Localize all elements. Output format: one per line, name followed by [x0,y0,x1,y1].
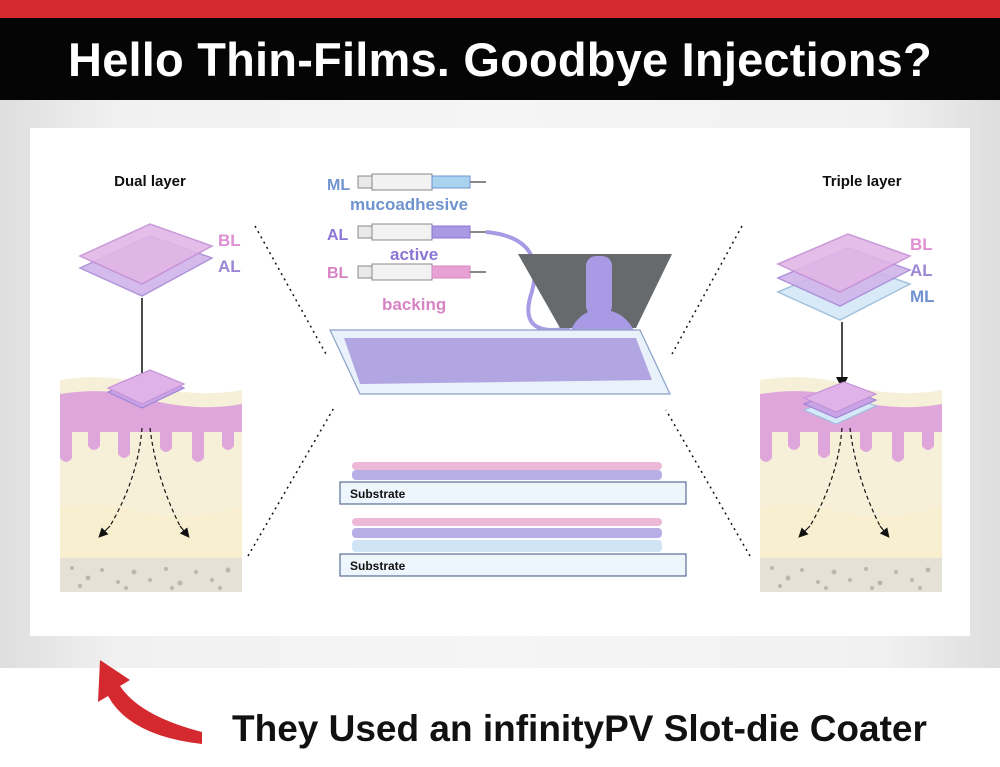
triple-layer-title: Triple layer [822,173,901,190]
syringe-bl-abbr: BL [327,265,349,282]
substrate-label-triple: Substrate [350,559,406,573]
syringe-ml: ML mucoadhesive [327,173,486,214]
syringe-al-name: active [390,245,438,264]
top-accent-stripe [0,0,1000,18]
syringe-ml-abbr: ML [327,177,350,194]
dual-layer-title: Dual layer [114,173,186,190]
syringe-bl-name: backing [382,295,446,314]
dual-layer-film [78,223,214,297]
thin-film-diagram: Dual layer BL AL ML muc [60,173,942,592]
syringe-al: AL active [327,223,486,264]
substrate-label-dual: Substrate [350,487,406,501]
substrate-stack-dual: Substrate [339,462,687,505]
triple-al-label: AL [910,261,933,280]
left-upper-dotted-line [254,225,327,355]
syringe-al-abbr: AL [327,227,349,244]
dual-skin-section [60,369,242,592]
triple-layer-film [776,233,912,321]
triple-ml-label: ML [910,287,935,306]
substrate-stack-triple: Substrate [339,518,687,577]
dual-al-label: AL [218,257,241,276]
syringe-ml-name: mucoadhesive [350,195,468,214]
dual-bl-label: BL [218,231,241,250]
figure-card: Dual layer BL AL ML muc [30,128,970,636]
curved-arrow-icon [98,660,202,744]
feed-tube [485,230,571,332]
right-upper-dotted-line [671,225,743,355]
coated-sheet [329,329,671,395]
left-lower-dotted-line [247,405,336,557]
triple-bl-label: BL [910,235,933,254]
footer-caption: They Used an infinityPV Slot-die Coater [232,708,927,749]
syringe-bl: BL backing [327,263,486,314]
title-banner: Hello Thin-Films. Goodbye Injections? [0,18,1000,100]
page-title: Hello Thin-Films. Goodbye Injections? [68,32,932,86]
right-lower-dotted-line [665,409,751,557]
triple-skin-section [760,377,942,592]
